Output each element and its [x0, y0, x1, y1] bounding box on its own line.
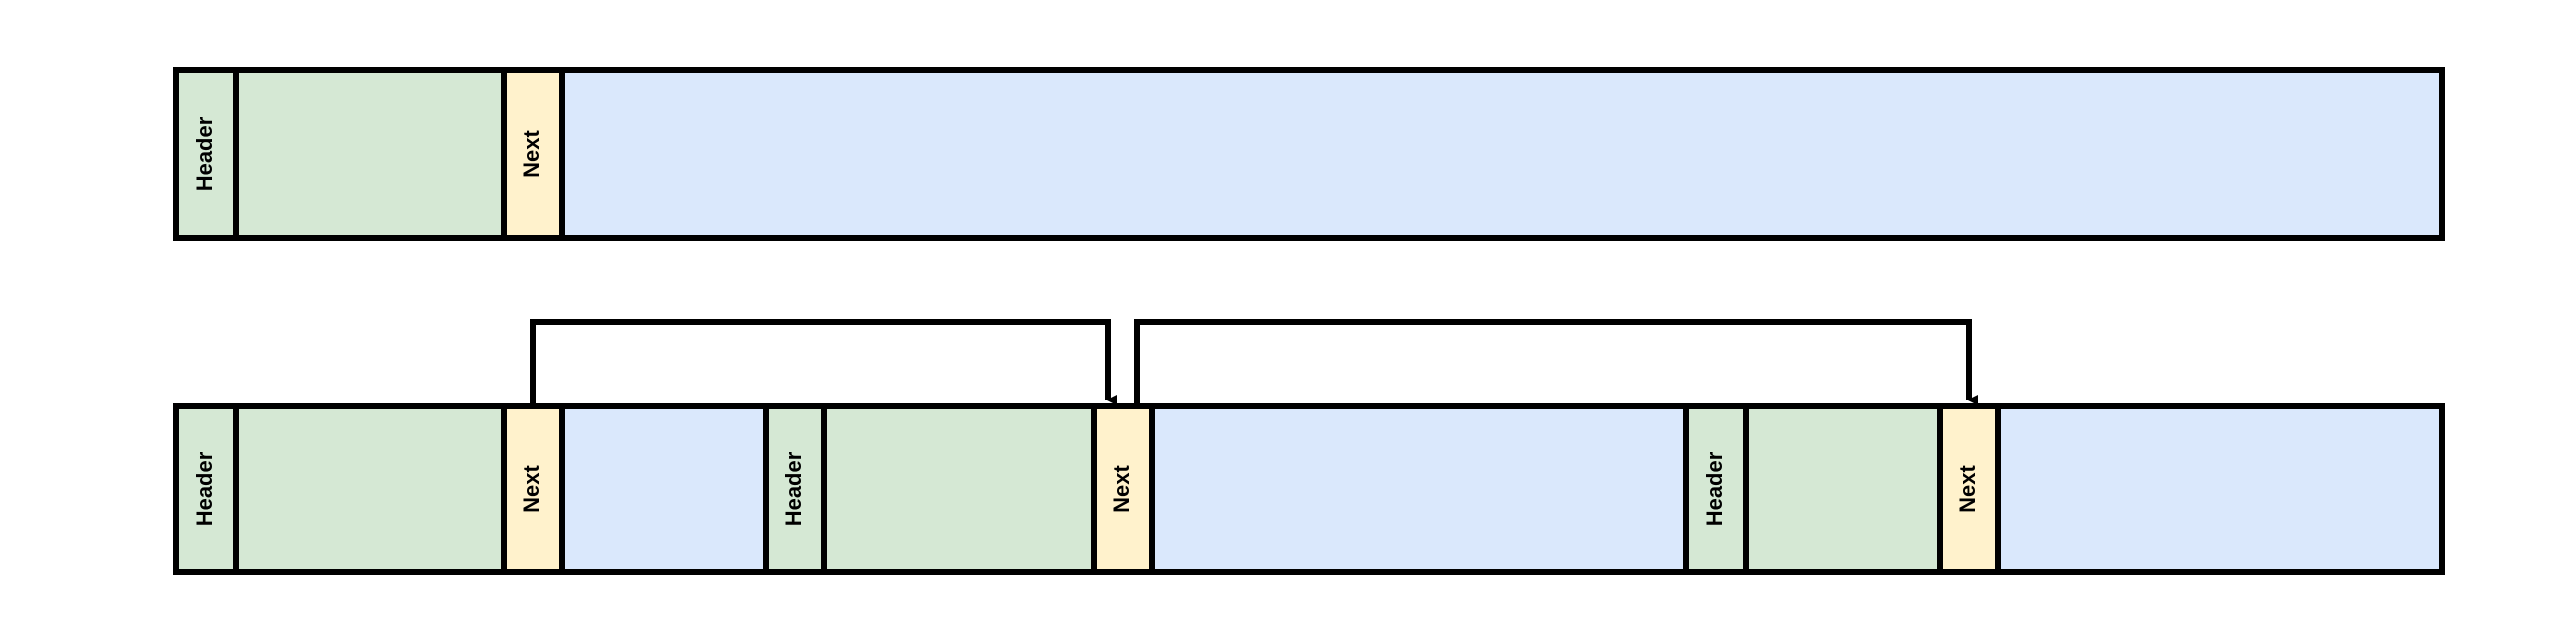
next-pointer-arrow: [530, 319, 1117, 405]
data-segment: [1743, 403, 1943, 575]
next-pointer-arrow: [1134, 319, 1978, 405]
header-segment: [173, 67, 239, 241]
next-label: Next: [1955, 464, 1980, 512]
next-segment: [1937, 403, 2001, 575]
header-label: Header: [781, 451, 806, 526]
next-segment: [501, 67, 565, 241]
header-label: Header: [1702, 451, 1727, 526]
header-segment: [173, 403, 239, 575]
free-segment: [559, 67, 2445, 241]
next-label: Next: [519, 129, 544, 177]
data-segment: [233, 403, 507, 575]
free-segment: [559, 403, 769, 575]
free-segment: [1995, 403, 2445, 575]
memory-row-top: Header Next: [173, 67, 2445, 241]
data-segment: [233, 67, 507, 241]
header-label: Header: [192, 451, 217, 526]
free-segment: [1149, 403, 1689, 575]
memory-row-bottom: Header Next Header Next Header Next: [173, 403, 2445, 575]
next-pointer-links: [530, 319, 1978, 405]
data-segment: [821, 403, 1097, 575]
header-label: Header: [192, 116, 217, 191]
next-label: Next: [519, 464, 544, 512]
header-segment: [763, 403, 827, 575]
next-label: Next: [1109, 464, 1134, 512]
